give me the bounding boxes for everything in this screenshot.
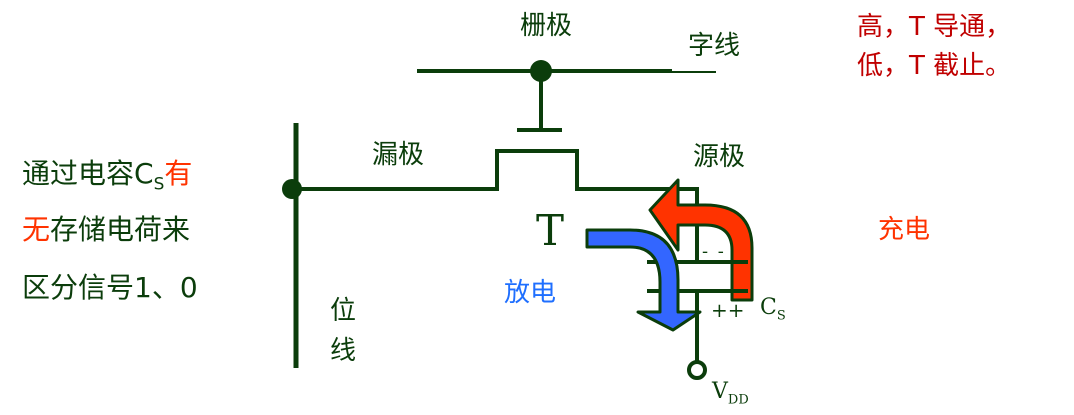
negative-charge-signs: - - <box>702 241 726 262</box>
explanation-highlight-none: 无 <box>22 213 51 246</box>
note-line-1: 高，T 导通， <box>857 12 1012 42</box>
vdd-label-sub: DD <box>727 392 749 408</box>
charge-arrow <box>648 178 754 302</box>
drain-label: 漏极 <box>372 140 425 170</box>
transistor-channel <box>296 149 699 262</box>
vdd-terminal <box>687 360 707 380</box>
positive-charge-signs: ++ <box>711 298 745 322</box>
discharge-label: 放电 <box>504 278 557 308</box>
explanation-line-3: 区分信号1、0 <box>22 271 198 304</box>
vdd-label-main: V <box>712 379 728 404</box>
charge-label: 充电 <box>878 215 931 245</box>
vdd-label: VDD <box>712 379 749 408</box>
bit-line-label-char2: 线 <box>330 336 357 366</box>
bit-line-junction-dot <box>282 179 302 199</box>
note-line-2: 低，T 截止。 <box>857 51 1012 81</box>
source-label: 源极 <box>693 142 746 172</box>
explanation-line-1: 通过电容CS有 <box>22 160 192 194</box>
capacitor-label: CS <box>760 295 786 324</box>
capacitor-label-sub: S <box>776 308 786 324</box>
discharge-arrow <box>585 228 702 332</box>
capacitor-label-main: C <box>760 295 777 320</box>
bit-line-label-char1: 位 <box>330 296 357 326</box>
explanation-line-2-rest: 存储电荷来 <box>50 213 191 246</box>
explanation-line-1-prefix: 通过电容C <box>22 157 154 190</box>
transistor-label: T <box>536 206 565 255</box>
gate-label: 栅极 <box>520 11 573 41</box>
explanation-line-1-sub: S <box>153 174 165 195</box>
word-line-label: 字线 <box>688 31 741 61</box>
explanation-highlight-have: 有 <box>164 157 193 190</box>
explanation-line-2: 无存储电荷来 <box>22 216 190 244</box>
